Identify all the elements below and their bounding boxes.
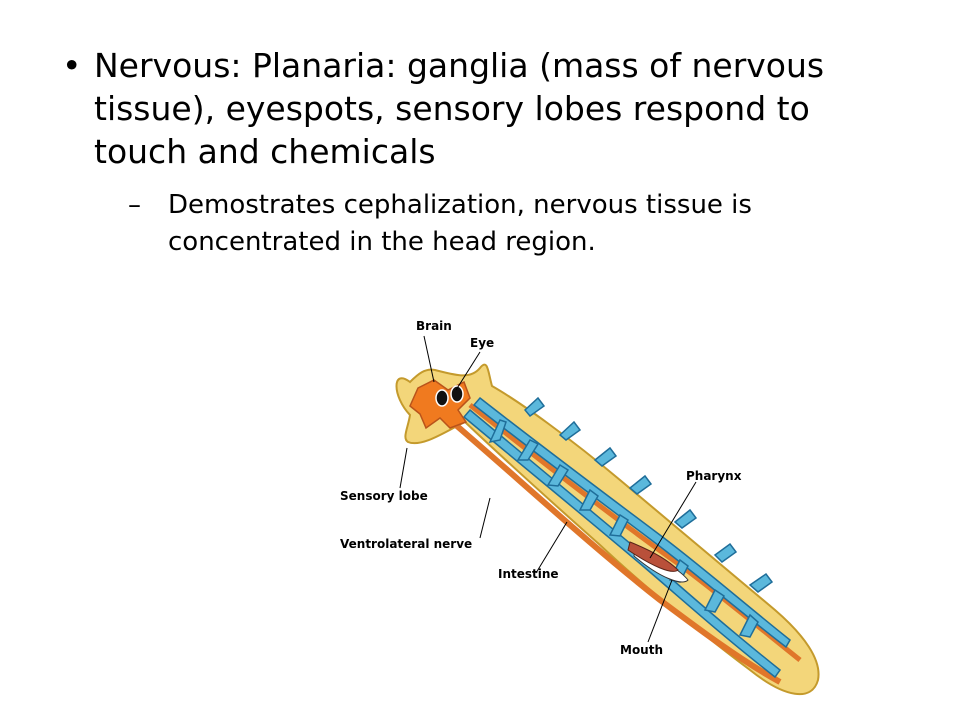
label-sensory-lobe: Sensory lobe	[340, 489, 428, 503]
label-eye: Eye	[470, 336, 494, 350]
sub-bullet-item-1: – Demostrates cephalization, nervous tis…	[128, 187, 902, 261]
sub-bullet-marker: –	[128, 190, 141, 220]
eye-spots	[435, 385, 464, 407]
bullet-item-1: • Nervous: Planaria: ganglia (mass of ne…	[62, 44, 902, 173]
label-ventrolateral-nerve: Ventrolateral nerve	[340, 537, 472, 551]
ventrolateral-nerve	[448, 417, 782, 685]
bullet-text: Nervous: Planaria: ganglia (mass of nerv…	[94, 46, 825, 171]
planaria-diagram: Brain Eye Sensory lobe Ventrolateral ner…	[330, 310, 850, 710]
planaria-illustration: Brain Eye Sensory lobe Ventrolateral ner…	[340, 319, 820, 696]
bullet-marker: •	[62, 46, 82, 85]
leader-lines	[399, 335, 697, 643]
label-pharynx: Pharynx	[686, 469, 742, 483]
label-mouth: Mouth	[620, 643, 663, 657]
intestine-branches	[462, 396, 791, 679]
label-intestine: Intestine	[498, 567, 559, 581]
pharynx	[627, 541, 689, 583]
bullet-list: • Nervous: Planaria: ganglia (mass of ne…	[62, 44, 902, 261]
sub-bullet-text: Demostrates cephalization, nervous tissu…	[168, 190, 752, 257]
label-brain: Brain	[416, 319, 452, 333]
